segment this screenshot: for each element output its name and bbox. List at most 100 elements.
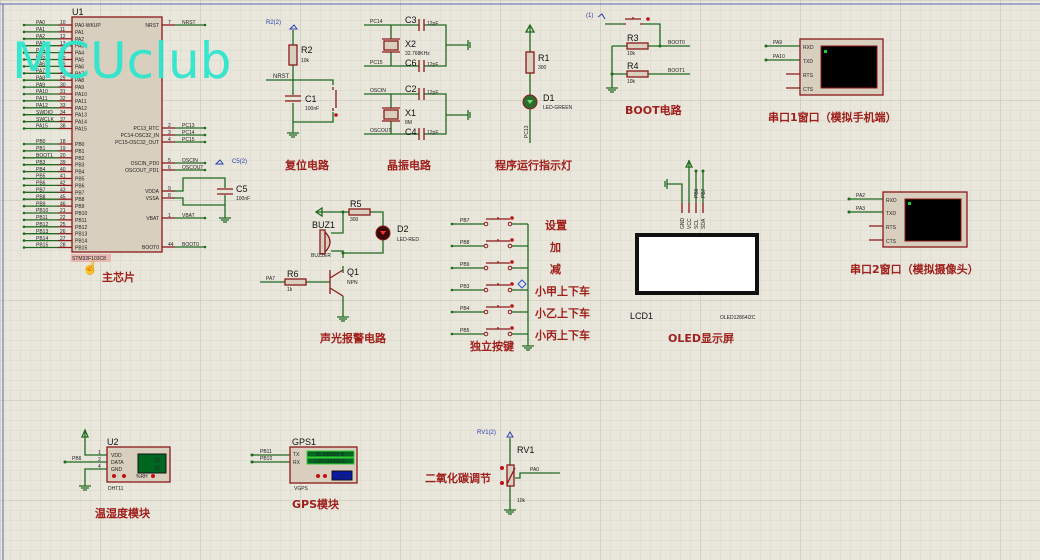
oled-part: OLED12864I2C (720, 315, 756, 321)
pin-name: PA2 (75, 37, 84, 43)
mcu-body[interactable] (71, 16, 163, 253)
dht-button[interactable] (122, 474, 126, 478)
pin-name: PA12 (75, 106, 87, 112)
boot0-net: BOOT0 (668, 40, 685, 46)
crystal-circuit[interactable]: PC14 PC15 OSCIN OSCOUT C3 12pF C6 12pF C… (364, 15, 471, 140)
pc13-net: PC13 (524, 125, 530, 138)
co2-potentiometer[interactable]: RV1(2) RV1 10k PA0 (477, 430, 560, 515)
pin-name: PB8 (75, 197, 85, 203)
pin-number: 28 (60, 243, 66, 249)
alarm-circuit[interactable]: R5 300 D2 LED-RED BUZ1 BUZZER Q1 NPN R6 … (260, 199, 419, 322)
dht-gnd: GND (111, 467, 123, 473)
net-label: PA3 (36, 41, 45, 47)
pin-number: 15 (60, 55, 66, 61)
uart1-rxd: RXD (803, 45, 814, 51)
q1-ref: Q1 (347, 267, 359, 277)
net-label: PB7 (36, 188, 46, 194)
pin-number: 37 (60, 117, 66, 123)
reset-circuit[interactable]: R2(2) R2 10k NRST C1 100nF (266, 20, 338, 138)
pin-number: 2 (168, 123, 171, 129)
pin-name: PA7 (75, 71, 84, 77)
humidity-readout: 72 (154, 458, 160, 464)
r5-value: 300 (350, 217, 359, 223)
net-label: PA5 (36, 55, 45, 61)
keys-title: 独立按键 (469, 339, 515, 353)
d2-value: LED-RED (397, 237, 419, 243)
net-label: PA4 (36, 48, 45, 54)
pin-name: PB10 (75, 211, 87, 217)
led-indicator[interactable]: R1 300 D1 LED-GREEN PC13 (522, 23, 573, 143)
pin-number: 41 (60, 174, 66, 180)
gps-module[interactable]: 31.100295 N 120.123456 E 10 TX RX PB11 P… (250, 437, 358, 492)
dht11-sensor[interactable]: 72 27 %RH U2 VDD DATA GND 1 2 4 PB6 DHT1… (63, 428, 171, 492)
r6-value: 1k (287, 287, 293, 293)
co2-title: 二氧化碳调节 (425, 471, 491, 485)
pin-number: 40 (60, 167, 66, 173)
uart1-terminal[interactable]: RXD TXD RTS CTS PA9 PA10 (764, 38, 884, 96)
oled-display[interactable]: GND VCC SCL SDA PB6 PB7 LCD1 OLED12864I2… (630, 159, 759, 321)
key-label: 小丙上下车 (534, 328, 590, 342)
key-label: 小乙上下车 (534, 306, 590, 320)
pin-name: PB1 (75, 149, 85, 155)
buz1-value: BUZZER (311, 253, 331, 259)
net-label: PC14 (182, 130, 195, 136)
net-label: PB15 (36, 243, 48, 249)
pin-number: 6 (168, 165, 171, 171)
oled-scl: SCL (694, 219, 700, 229)
pa9-net: PA9 (773, 40, 782, 46)
pin-name: PB7 (75, 190, 85, 196)
watermark-logo: MCUclub (12, 32, 231, 90)
pin-name: PB6 (75, 183, 85, 189)
pin-name: PB14 (75, 239, 87, 245)
rv1-value: 10k (517, 498, 526, 504)
pin-name: NRST (145, 23, 159, 29)
pin-name: PA10 (75, 92, 87, 98)
r1-value: 300 (538, 65, 547, 71)
pin-name: PA5 (75, 58, 84, 64)
c4-ref: C4 (405, 127, 417, 137)
dht-pin2: 2 (98, 457, 101, 463)
x1-value: 8M (405, 120, 412, 126)
pin-name: PC15-OSC32_OUT (115, 140, 159, 146)
pb10-net: PB10 (260, 456, 272, 462)
mcu-title: 主芯片 (102, 270, 135, 284)
gps-tx: TX (293, 452, 300, 458)
pin-number: 7 (168, 20, 171, 26)
net-label: PA9 (36, 82, 45, 88)
capacitor-c5[interactable]: C5(2) C5 100nF (174, 159, 250, 223)
net-label: PA11 (36, 96, 48, 102)
boot1-net: BOOT1 (668, 68, 685, 74)
pin-name: PB2 (75, 156, 85, 162)
r4-value: 10k (627, 79, 636, 85)
pa2-net: PA2 (856, 193, 865, 199)
dht-button[interactable] (112, 474, 116, 478)
net-label: PB8 (36, 194, 46, 200)
pin-name: PB13 (75, 232, 87, 238)
uart2-txd: TXD (886, 211, 896, 217)
pin-name: PA3 (75, 44, 84, 50)
net-label: OSCOUT (182, 165, 203, 171)
pin-name: PA14 (75, 120, 87, 126)
pin-number: 11 (60, 27, 65, 33)
c5-probe: C5(2) (232, 159, 247, 165)
dht-pin4: 4 (98, 464, 101, 470)
c2-value: 12pF (427, 90, 438, 96)
c3-value: 12pF (427, 21, 438, 27)
pin-name: OSCIN_PD0 (131, 161, 160, 167)
net-label: PA2 (36, 34, 45, 40)
uart2-terminal[interactable]: RXD TXD RTS CTS PA2 PA3 (847, 191, 968, 248)
pin-number: 4 (168, 137, 171, 143)
gps-longitude: 120.123456 E (314, 459, 346, 465)
oled-title: OLED显示屏 (668, 332, 734, 345)
boot-circuit[interactable]: (1) R3 10k R4 10k BOOT0 BOOT1 (586, 13, 690, 93)
pa10-net: PA10 (773, 54, 785, 60)
